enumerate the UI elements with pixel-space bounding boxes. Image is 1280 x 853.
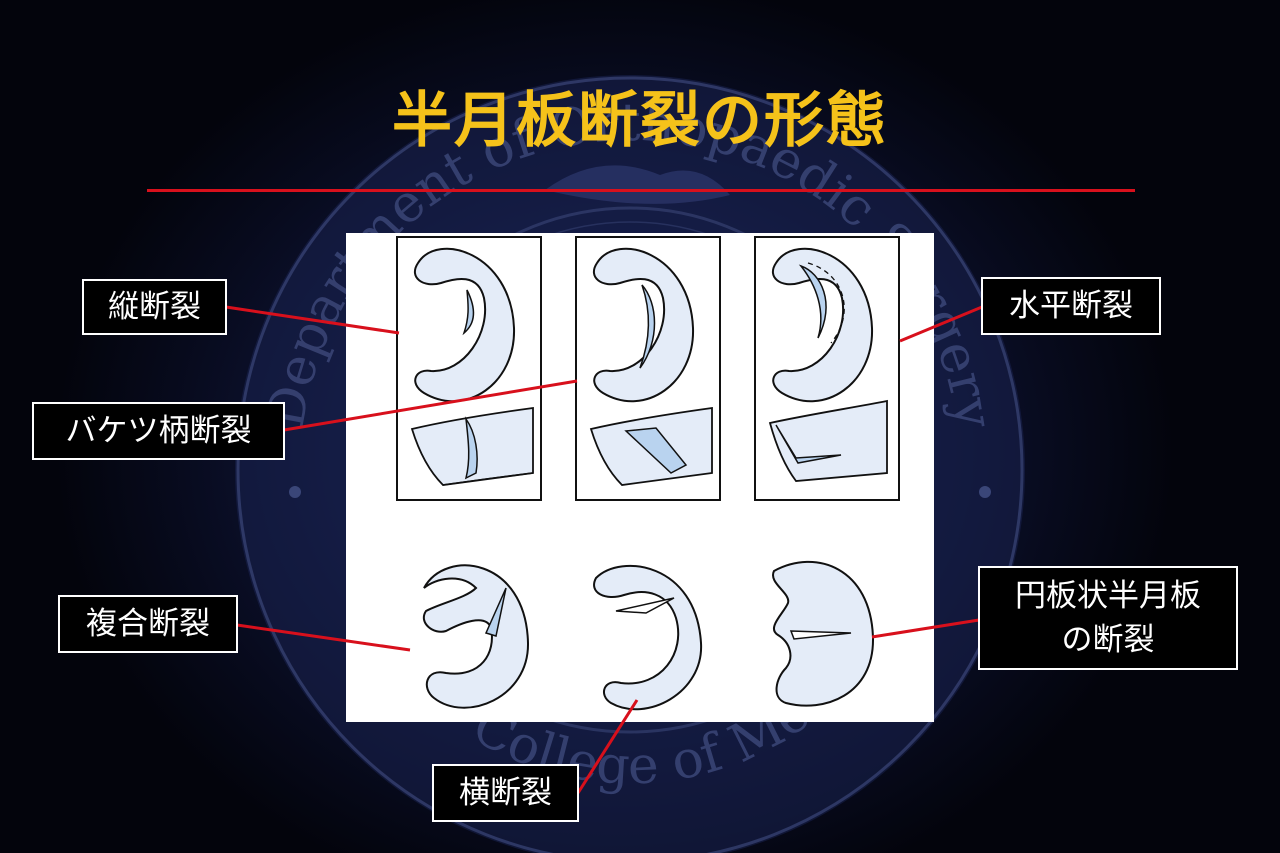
illustration-panel (346, 233, 934, 722)
bucket-handle-tear-crescent (592, 247, 695, 403)
label-discoid-line2: の断裂 (1061, 622, 1155, 658)
label-longitudinal-tear: 縦断裂 (82, 279, 227, 335)
label-complex-text: 複合断裂 (86, 606, 210, 642)
horizontal-tear-crescent (771, 247, 874, 403)
slide-title: 半月板断裂の形態 (392, 86, 888, 156)
transverse-tear-illustration (593, 564, 703, 711)
label-discoid-tear: 円板状半月板 の断裂 (978, 566, 1238, 670)
horizontal-box (754, 236, 900, 501)
title-divider (147, 189, 1135, 192)
label-transverse-tear: 横断裂 (432, 764, 579, 822)
longitudinal-tear-block (410, 406, 534, 486)
label-longitudinal-text: 縦断裂 (108, 289, 201, 325)
longitudinal-box (396, 236, 542, 501)
label-discoid-line1: 円板状半月板 (1015, 578, 1201, 614)
label-bucket-handle-tear: バケツ柄断裂 (32, 402, 285, 460)
horizontal-tear-block (768, 399, 888, 482)
label-bucket-handle-text: バケツ柄断裂 (65, 413, 252, 449)
complex-tear-illustration (423, 564, 530, 709)
bucket-handle-box (575, 236, 721, 501)
label-transverse-text: 横断裂 (459, 775, 552, 811)
meniscus-illustrations (396, 236, 900, 711)
discoid-tear-illustration (772, 560, 875, 707)
label-complex-tear: 複合断裂 (58, 595, 238, 653)
label-horizontal-text: 水平断裂 (1009, 288, 1133, 324)
label-horizontal-tear: 水平断裂 (981, 277, 1161, 335)
longitudinal-tear-crescent (413, 247, 516, 403)
bucket-handle-tear-block (589, 406, 713, 486)
